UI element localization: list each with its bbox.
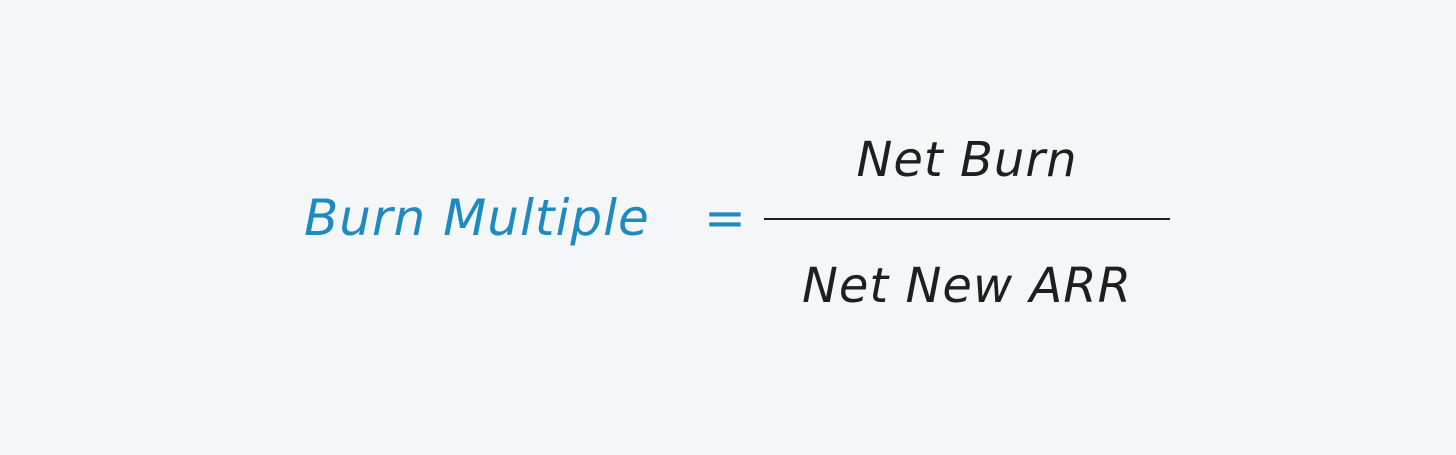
fraction-bar (764, 218, 1170, 220)
numerator: Net Burn (856, 132, 1078, 188)
fraction: Net Burn Net New ARR (764, 130, 1170, 320)
denominator: Net New ARR (801, 258, 1132, 314)
equals-sign: = (704, 189, 746, 247)
formula-lhs: Burn Multiple (304, 189, 650, 247)
